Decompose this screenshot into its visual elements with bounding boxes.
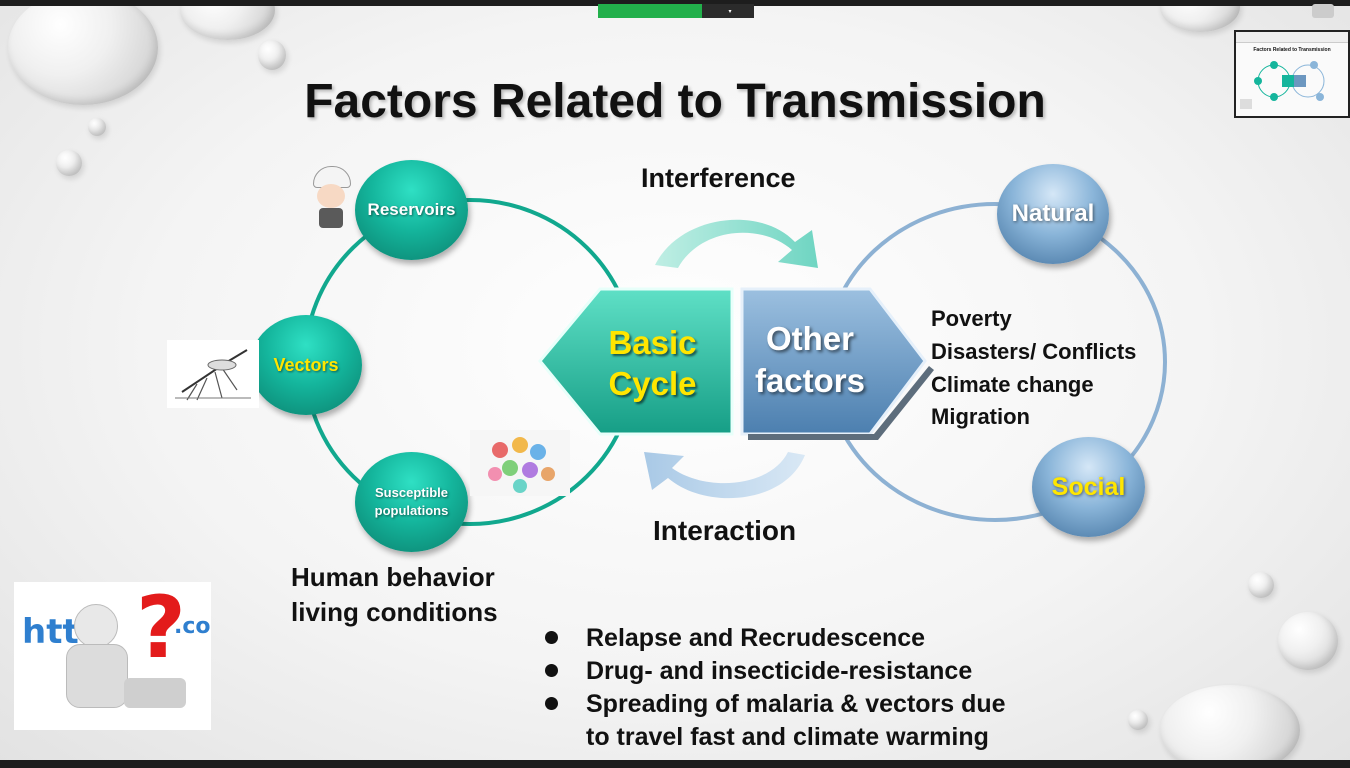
water-drop: [56, 150, 82, 176]
other-factors-label: Other factors: [740, 318, 880, 402]
bullet-spreading-cont: to travel fast and climate warming: [586, 723, 989, 751]
interaction-label: Interaction: [653, 515, 797, 546]
natural-label: Natural: [1011, 200, 1095, 227]
bullet-spreading: Spreading of malaria & vectors due: [586, 690, 1006, 718]
reservoir-cartoon-image: [307, 164, 355, 234]
slide-title: Factors Related to Transmission: [304, 75, 1046, 128]
vectors-label: Vectors: [273, 354, 339, 375]
reservoirs-node: Reservoirs: [355, 160, 468, 260]
interaction-arrow: [644, 452, 805, 499]
view-options-button[interactable]: ▾: [702, 4, 754, 18]
bullet-relapse: Relapse and Recrudescence: [586, 624, 926, 652]
water-drop: [1248, 572, 1274, 598]
reservoirs-label: Reservoirs: [367, 200, 456, 219]
basic-cycle-shape: [538, 287, 734, 436]
factor-climate: Climate change: [931, 372, 1094, 397]
susceptible-populations-node: Susceptible populations: [355, 452, 468, 552]
meeting-bottom-bar: [0, 760, 1350, 768]
interference-label: Interference: [641, 163, 796, 193]
bullet-resistance: Drug- and insecticide-resistance: [586, 657, 973, 685]
other-factors-shadow: [748, 366, 934, 440]
thumbnail-title: Factors Related to Transmission: [1253, 47, 1331, 53]
mosquito-image: [167, 340, 259, 408]
bullet-dot: [545, 631, 558, 644]
water-drop: [1128, 710, 1148, 730]
basic-cycle-label: Basic Cycle: [575, 322, 730, 404]
confused-person-image: ? htt .co: [14, 582, 211, 730]
basic-cycle-line2: Cycle: [608, 365, 697, 402]
mosquito-icon: [175, 349, 251, 401]
natural-node: Natural: [997, 164, 1109, 264]
social-label: Social: [1051, 472, 1126, 501]
other-factors-shape: [740, 287, 927, 436]
slide-thumbnail[interactable]: Factors Related to Transmission: [1234, 30, 1350, 118]
human-behavior-line2: living conditions: [291, 597, 498, 627]
bullet-dot: [545, 664, 558, 677]
meeting-top-bar: [0, 0, 1350, 6]
susceptible-line1: Susceptible: [375, 485, 448, 500]
human-behavior-text: Human behavior living conditions: [291, 560, 498, 630]
population-image: [470, 430, 570, 496]
thumbnail-diagram: [1240, 61, 1325, 109]
factor-poverty: Poverty: [931, 306, 1012, 331]
water-drop: [88, 118, 106, 136]
water-drop: [1278, 612, 1338, 670]
water-drop: [258, 40, 286, 70]
other-factors-line1: Other: [765, 320, 854, 357]
water-drop: [1160, 685, 1300, 768]
sharing-status-indicator[interactable]: [598, 4, 702, 18]
basic-cycle-line1: Basic: [608, 324, 697, 361]
susceptible-line2: populations: [374, 503, 449, 518]
human-behavior-line1: Human behavior: [291, 562, 495, 592]
bullet-dot: [545, 697, 558, 710]
other-factors-line2: factors: [754, 362, 866, 399]
chevron-down-icon: ▾: [728, 8, 732, 15]
water-drop: [8, 0, 158, 105]
factor-migration: Migration: [931, 404, 1030, 429]
vectors-node: Vectors: [250, 315, 362, 415]
interference-arrow: [655, 219, 818, 268]
people-cluster-icon: [488, 437, 555, 493]
question-mark-icon: ?: [136, 582, 186, 678]
factor-disasters: Disasters/ Conflicts: [931, 339, 1137, 364]
thumbnail-toolbar: [1236, 32, 1348, 43]
social-node: Social: [1032, 437, 1145, 537]
window-control-button[interactable]: [1312, 4, 1334, 18]
